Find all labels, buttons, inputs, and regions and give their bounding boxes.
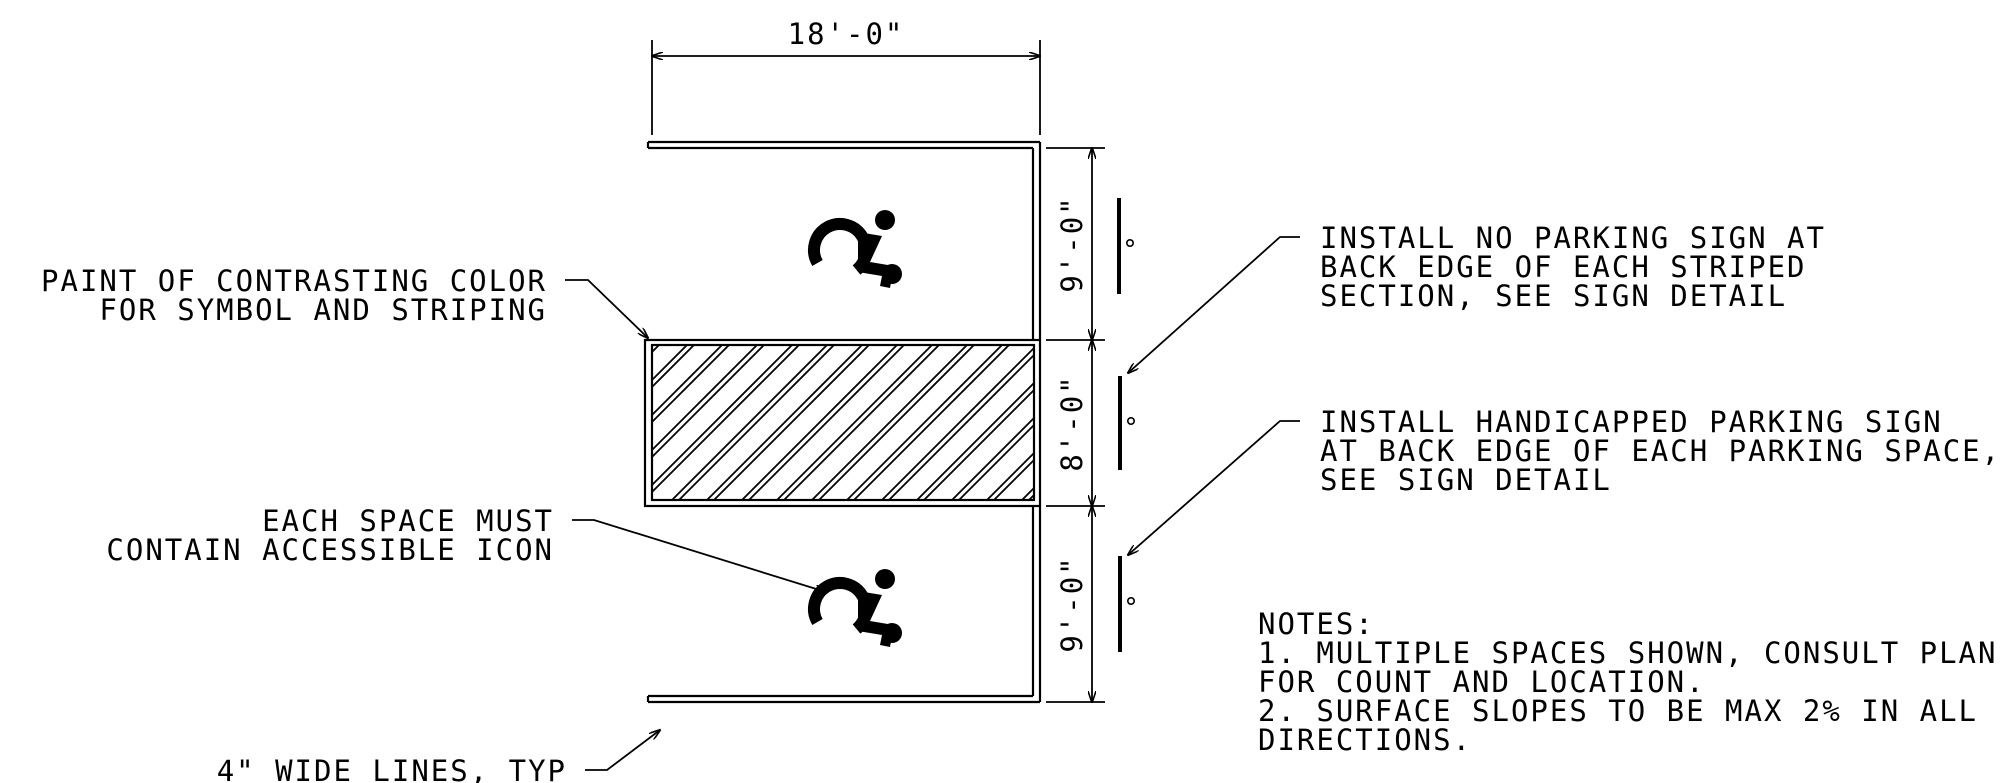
callout-paint-line-1: PAINT OF CONTRASTING COLOR bbox=[41, 264, 547, 298]
hatch-stripe bbox=[1021, 486, 1034, 500]
width-dimension-label: 18'-0" bbox=[788, 17, 905, 51]
vertical-dimensions: 9'-0" 8'-0" 9'-0" bbox=[1046, 148, 1105, 702]
hatch-stripe bbox=[818, 345, 975, 500]
hatch-stripe bbox=[713, 345, 870, 500]
hatch-stripe bbox=[652, 345, 723, 417]
hatch-stripe bbox=[986, 451, 1034, 500]
callout-no-parking-sign: INSTALL NO PARKING SIGN AT BACK EDGE OF … bbox=[1320, 221, 1826, 313]
hatch-stripe bbox=[678, 345, 835, 500]
callout-handicapped-line-2: AT BACK EDGE OF EACH PARKING SPACE, bbox=[1320, 434, 2001, 468]
dimension-striped: 8'-0" bbox=[1055, 374, 1089, 471]
callout-icon-line-1: EACH SPACE MUST bbox=[262, 504, 554, 538]
notes-line-1: 1. MULTIPLE SPACES SHOWN, CONSULT PLAN bbox=[1258, 636, 1997, 670]
hatch-stripe bbox=[671, 345, 828, 500]
hatch-stripe bbox=[652, 345, 660, 354]
hatch-stripe bbox=[958, 423, 1034, 500]
callout-no-parking-line-2: BACK EDGE OF EACH STRIPED bbox=[1320, 250, 1807, 284]
callout-handicapped-line-3: SEE SIGN DETAIL bbox=[1320, 463, 1612, 497]
notes-heading: NOTES: bbox=[1258, 607, 1375, 641]
hatch-stripe bbox=[888, 353, 1034, 500]
notes-line-3: 2. SURFACE SLOPES TO BE MAX 2% IN ALL bbox=[1258, 694, 1978, 728]
dimension-space-bottom: 9'-0" bbox=[1055, 555, 1089, 652]
callout-handicapped-line-1: INSTALL HANDICAPPED PARKING SIGN bbox=[1320, 405, 1943, 439]
hatch-stripe bbox=[706, 345, 863, 500]
hatch-stripe bbox=[652, 345, 765, 459]
hatch-stripe bbox=[652, 345, 793, 487]
sign-handicapped-bottom bbox=[1118, 556, 1136, 652]
callout-handicapped-sign: INSTALL HANDICAPPED PARKING SIGN AT BACK… bbox=[1320, 405, 2001, 497]
callout-paint: PAINT OF CONTRASTING COLOR FOR SYMBOL AN… bbox=[41, 264, 547, 327]
sign-no-parking bbox=[1117, 198, 1135, 294]
notes-line-4: DIRECTIONS. bbox=[1258, 723, 1472, 757]
hatch-stripe bbox=[783, 345, 940, 500]
hatch-stripe bbox=[923, 388, 1034, 500]
sign-handicapped-top bbox=[1118, 376, 1136, 470]
hatch-stripe bbox=[916, 381, 1034, 500]
accessible-wheelchair-icon bbox=[808, 210, 902, 288]
striped-section-hatch bbox=[652, 345, 1034, 500]
callout-paint-line-2: FOR SYMBOL AND STRIPING bbox=[99, 293, 547, 327]
hatch-stripe bbox=[993, 458, 1034, 500]
hatch-stripe bbox=[652, 345, 688, 382]
hatch-stripe bbox=[748, 345, 905, 500]
callout-icon-line-2: CONTAIN ACCESSIBLE ICON bbox=[106, 533, 554, 567]
hatch-stripe bbox=[846, 345, 1003, 500]
notes-line-2: FOR COUNT AND LOCATION. bbox=[1258, 665, 1706, 699]
hatch-stripe bbox=[652, 345, 653, 347]
hatch-stripe bbox=[881, 346, 1034, 500]
leader-lines bbox=[565, 236, 1300, 771]
hatch-stripe bbox=[853, 345, 1010, 500]
accessible-wheelchair-icon bbox=[808, 569, 902, 647]
hatch-stripe bbox=[652, 345, 730, 424]
callout-no-parking-line-1: INSTALL NO PARKING SIGN AT bbox=[1320, 221, 1826, 255]
width-dimension: 18'-0" bbox=[652, 17, 1040, 135]
callout-lines: 4" WIDE LINES, TYP bbox=[217, 754, 567, 783]
callout-no-parking-line-3: SECTION, SEE SIGN DETAIL bbox=[1320, 279, 1787, 313]
callout-icon: EACH SPACE MUST CONTAIN ACCESSIBLE ICON bbox=[106, 504, 554, 567]
hatch-stripe bbox=[741, 345, 898, 500]
hatch-stripe bbox=[1028, 493, 1034, 500]
parking-striping bbox=[643, 140, 1042, 704]
hatch-stripe bbox=[652, 345, 695, 389]
hatch-stripe bbox=[652, 345, 800, 494]
hatch-stripe bbox=[652, 345, 758, 452]
hatch-stripe bbox=[776, 345, 933, 500]
notes-block: NOTES: 1. MULTIPLE SPACES SHOWN, CONSULT… bbox=[1258, 607, 1997, 757]
hatch-stripe bbox=[951, 416, 1034, 500]
dimension-space-top: 9'-0" bbox=[1055, 195, 1089, 292]
hatch-stripe bbox=[811, 345, 968, 500]
callout-lines-line-1: 4" WIDE LINES, TYP bbox=[217, 754, 567, 783]
